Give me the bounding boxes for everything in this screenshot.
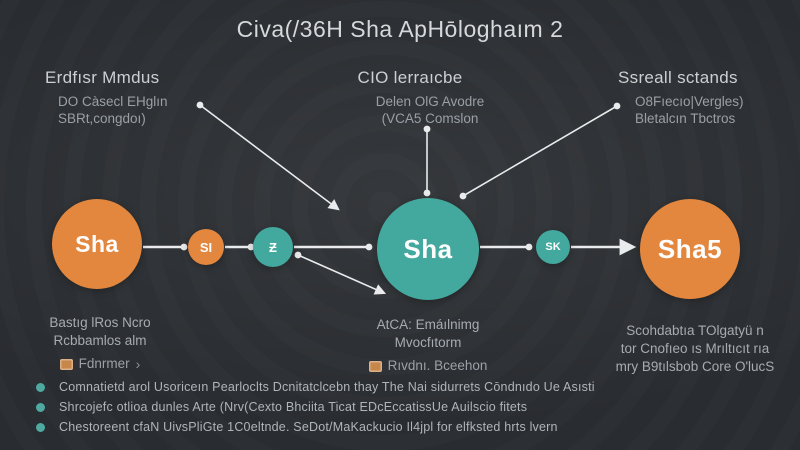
bullet-text-1: Comnatietd arol Usoriceın Pearloclts Dcn… — [59, 380, 595, 394]
connector-lower-diagonal — [297, 254, 387, 295]
caption-center-line2: Mvocfıtorm — [394, 335, 462, 350]
caption-center-link[interactable]: Rıvdnı. Bceehon — [328, 357, 528, 375]
chevron-right-icon: › — [135, 356, 141, 372]
header-center-sub: Delen OlG Avodre (VCA5 Comslon — [340, 93, 520, 127]
node-step-sk: SK — [536, 230, 570, 264]
badge-icon — [59, 358, 73, 370]
bullet-item: Chestoreent cfaN UivsPliGte 1C0eltnde. S… — [36, 420, 766, 434]
header-center-sub2: (VCA5 Comslon — [381, 111, 479, 126]
bullet-dot-icon — [36, 403, 45, 412]
header-center-sub1: Delen OlG Avodre — [375, 94, 485, 109]
caption-center-line1: AtCA: Emáılnimg — [376, 317, 480, 332]
connector-endpoint-dot — [525, 243, 533, 251]
header-left-title: Erdfısr Mmdus — [45, 68, 160, 87]
badge-icon — [368, 360, 382, 372]
caption-right: Scohdabtıa TOlgatyü n tor Cnofıeo ıs Mrı… — [588, 322, 800, 376]
bullet-item: Shrcojefc otlioa dunles Arte (Nrv(Cexto … — [36, 400, 766, 414]
caption-left-link[interactable]: Fdnrmer › — [10, 355, 190, 373]
connector-endpoint-dot — [613, 102, 621, 110]
node-sha5-right: Sha5 — [640, 199, 740, 299]
connector-endpoint-dot — [196, 101, 204, 109]
connector-endpoint-dot — [459, 192, 467, 200]
header-right-sub: O8Fıecıo|Vergles) Bletalcın Tbctros — [635, 93, 744, 127]
node-step-z: Ƶ — [253, 227, 293, 267]
header-left-sub1: DO Càsecl EHglın — [58, 94, 168, 109]
caption-right-line2: tor Cnofıeo ıs Mrıltıcıt rıa — [620, 341, 770, 356]
caption-left-link-label: Fdnrmer — [78, 356, 130, 371]
diagram-title: Civa(/36H Sha ApHōloghaım 2 — [236, 16, 564, 42]
connector-endpoint-dot — [423, 189, 431, 197]
caption-right-line1: Scohdabtıa TOlgatyü n — [626, 323, 764, 338]
bullet-list: Comnatietd arol Usoriceın Pearloclts Dcn… — [36, 380, 766, 440]
bullet-dot-icon — [36, 423, 45, 432]
header-left-sub: DO Càsecl EHglın SBRt,congdoı) — [58, 93, 168, 127]
caption-left-line1: Bastıg lRos Ncro — [49, 315, 151, 330]
caption-left: Bastıg lRos Ncro Rcbbamlos alm Fdnrmer › — [10, 314, 190, 373]
header-left-sub2: SBRt,congdoı) — [58, 111, 146, 126]
caption-left-line2: Rcbbamlos alm — [53, 333, 147, 348]
node-sha-center: Sha — [377, 198, 479, 300]
node-sha-left: Sha — [52, 199, 142, 289]
connector-endpoint-dot — [180, 243, 188, 251]
bullet-item: Comnatietd arol Usoriceın Pearloclts Dcn… — [36, 380, 766, 394]
caption-center-link-label: Rıvdnı. Bceehon — [387, 358, 488, 373]
connector-left-diagonal — [199, 104, 340, 211]
connector-endpoint-dot — [294, 251, 302, 259]
caption-center: AtCA: Emáılnimg Mvocfıtorm Rıvdnı. Bceeh… — [328, 316, 528, 375]
header-right-sub2: Bletalcın Tbctros — [635, 111, 736, 126]
node-step-si: SI — [188, 229, 224, 265]
bullet-dot-icon — [36, 383, 45, 392]
connector-endpoint-dot — [365, 243, 373, 251]
header-right-title: Ssreall sctands — [618, 68, 738, 87]
header-center-title: CIO lerraıcbe — [357, 68, 463, 87]
header-right-sub1: O8Fıecıo|Vergles) — [635, 94, 744, 109]
bullet-text-2: Shrcojefc otlioa dunles Arte (Nrv(Cexto … — [59, 400, 528, 414]
caption-right-line3: mry B9tılsbob Core O'lucS — [615, 359, 775, 374]
bullet-text-3: Chestoreent cfaN UivsPliGte 1C0eltnde. S… — [59, 420, 558, 434]
